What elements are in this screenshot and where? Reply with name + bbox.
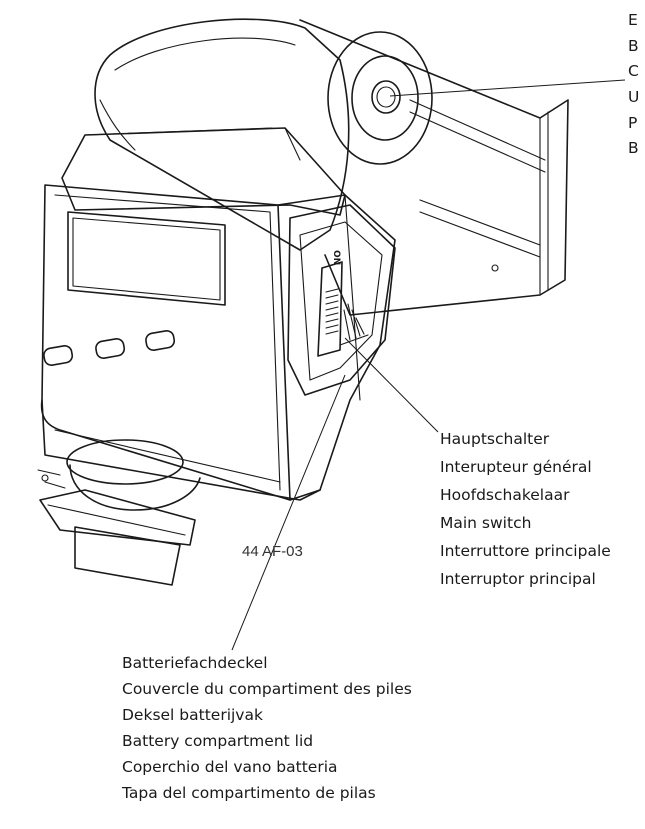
callout-top-right-line-1: E: [628, 11, 638, 29]
callout-battery-lid-line-5: Coperchio del vano batteria: [122, 758, 338, 776]
battery-compartment-lid: [287, 204, 396, 396]
callout-battery-lid-line-1: Batteriefachdeckel: [122, 654, 268, 672]
leader-battery-lid: [231, 374, 346, 651]
button-middle: [95, 337, 126, 359]
callout-battery-lid: Batteriefachdeckel Couvercle du comparti…: [121, 654, 412, 802]
callout-top-right-line-3: C: [628, 62, 639, 80]
callout-battery-lid-line-2: Couvercle du compartiment des piles: [122, 680, 412, 698]
leader-main-switch: [344, 337, 439, 433]
switch-on-label: ON: [331, 250, 341, 265]
callout-main-switch-line-3: Hoofdschakelaar: [440, 486, 570, 504]
callout-battery-lid-line-6: Tapa del compartimento de pilas: [121, 784, 376, 802]
callout-main-switch-line-2: Interupteur général: [440, 458, 592, 476]
switch-ridges: [325, 288, 339, 335]
callout-battery-lid-line-3: Deksel batterijvak: [122, 706, 263, 724]
flash-body: [40, 127, 396, 501]
callout-main-switch-line-4: Main switch: [440, 514, 531, 532]
button-left: [43, 344, 74, 366]
callout-top-right: E B C U P B: [628, 11, 639, 157]
hot-shoe-foot: [37, 439, 201, 586]
callout-top-right-line-2: B: [628, 37, 639, 55]
flash-head: [94, 18, 569, 316]
callout-main-switch-line-1: Hauptschalter: [440, 430, 550, 448]
control-buttons: [43, 329, 176, 366]
callout-main-switch: Hauptschalter Interupteur général Hoofds…: [440, 430, 611, 588]
callout-top-right-line-5: P: [628, 114, 637, 132]
button-right: [145, 329, 176, 351]
callout-top-right-line-6: B: [628, 139, 639, 157]
callout-top-right-line-4: U: [628, 88, 639, 106]
main-switch: ON: [317, 250, 369, 357]
lcd-display: [67, 211, 226, 306]
callout-main-switch-line-5: Interruttore principale: [440, 542, 611, 560]
model-code: 44 AF-03: [242, 543, 303, 560]
head-rotation-disc: [327, 31, 433, 165]
switch-grip: [339, 303, 369, 346]
leader-rotation-disc: [389, 79, 626, 97]
callout-main-switch-line-6: Interruptor principal: [440, 570, 596, 588]
callout-battery-lid-line-4: Battery compartment lid: [122, 732, 313, 750]
